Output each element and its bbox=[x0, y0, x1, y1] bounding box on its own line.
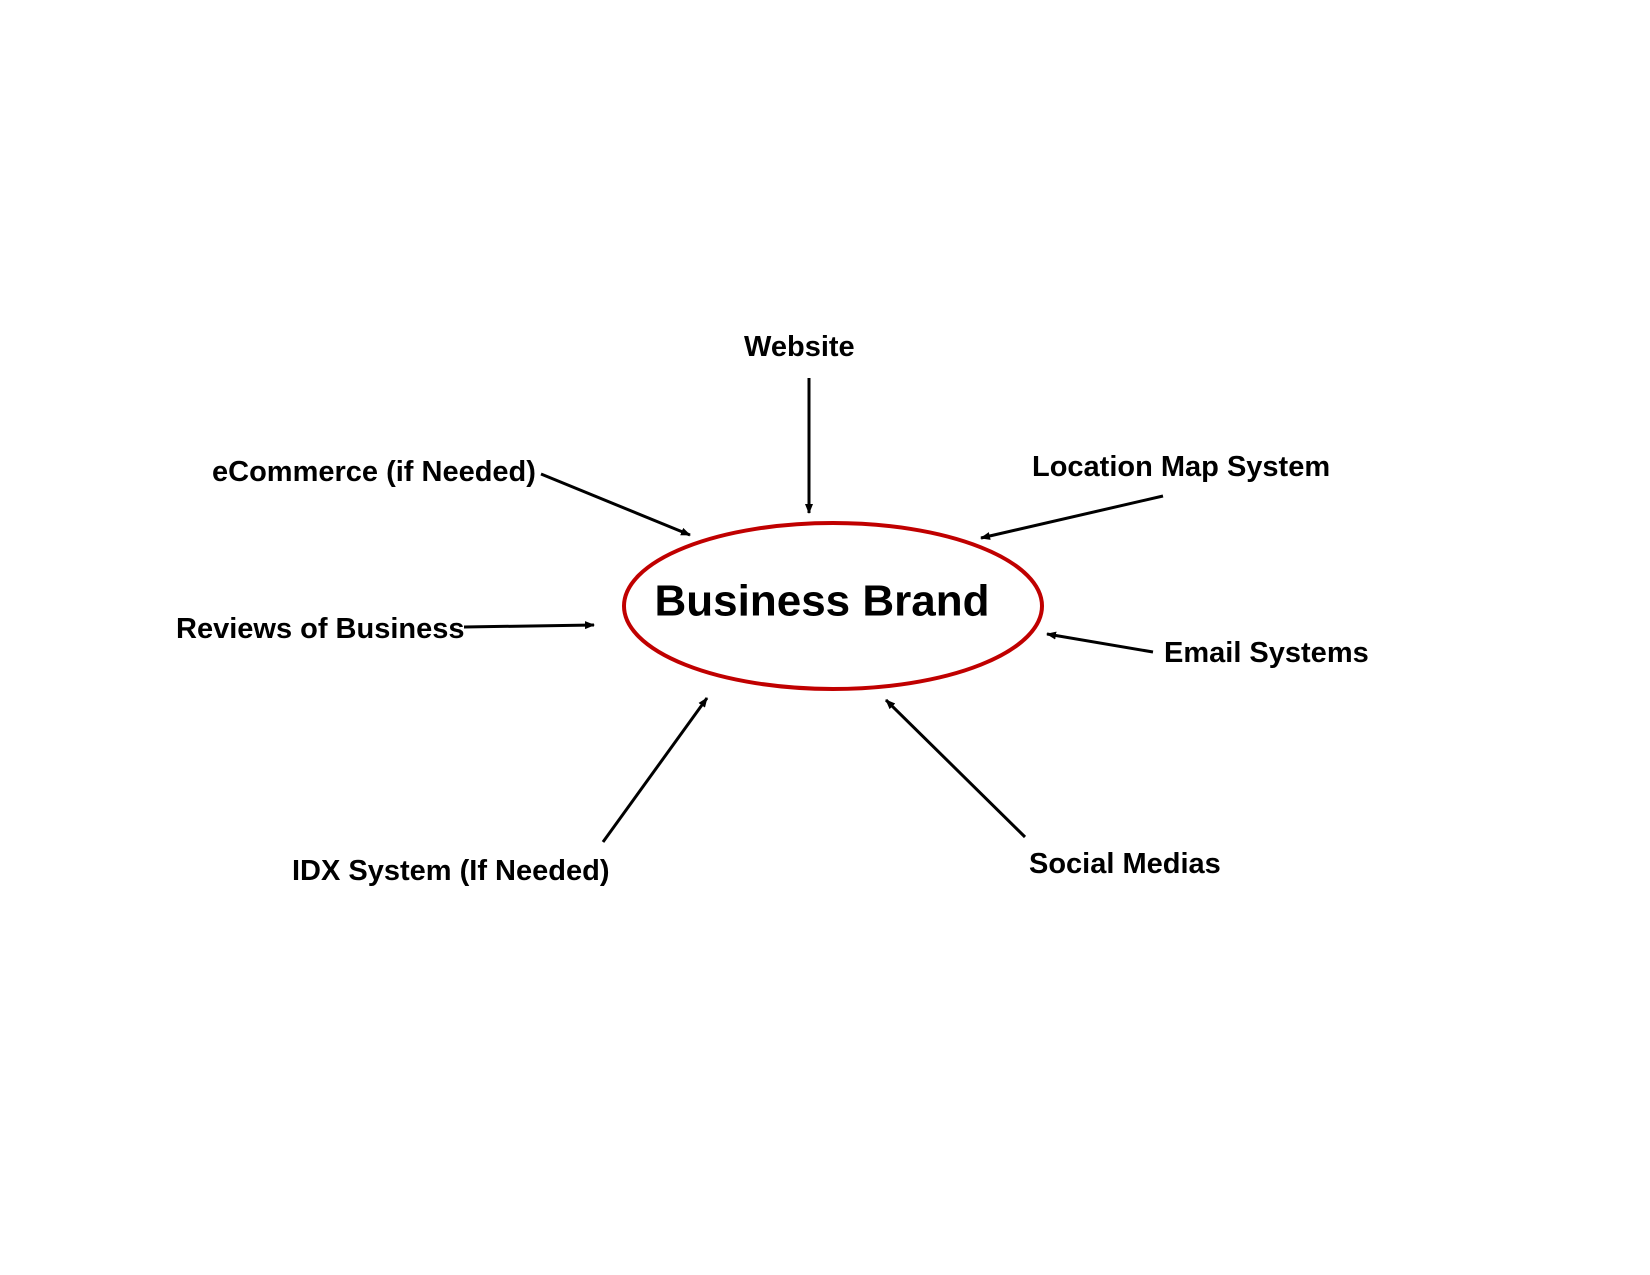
idx-arrow bbox=[601, 697, 709, 843]
reviews-label: Reviews of Business bbox=[176, 613, 465, 645]
business-brand-ellipse bbox=[622, 521, 1044, 691]
social-label: Social Medias bbox=[1029, 848, 1221, 880]
ecommerce-label: eCommerce (if Needed) bbox=[212, 456, 536, 488]
email-arrow bbox=[1046, 631, 1154, 654]
location-map-label: Location Map System bbox=[1032, 451, 1330, 483]
ecommerce-arrow bbox=[540, 472, 691, 537]
location-map-arrow bbox=[980, 494, 1164, 540]
website-label: Website bbox=[744, 331, 855, 363]
idx-label: IDX System (If Needed) bbox=[292, 855, 609, 887]
business-brand-label: Business Brand bbox=[655, 577, 990, 626]
social-arrow bbox=[884, 698, 1027, 839]
email-label: Email Systems bbox=[1164, 637, 1369, 669]
reviews-arrow bbox=[463, 621, 595, 630]
